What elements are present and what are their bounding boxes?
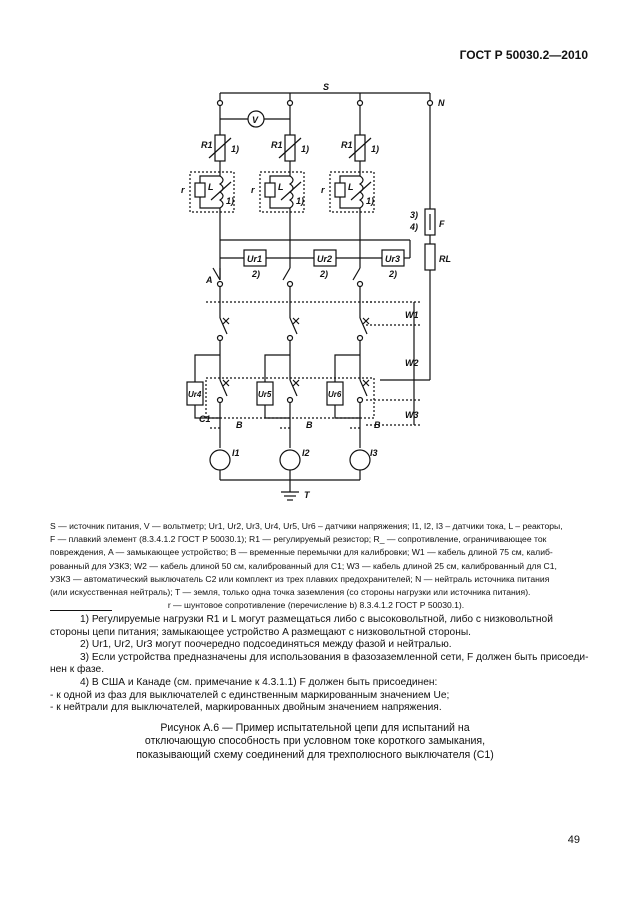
diagram-legend: S — источник питания, V — вольтметр; Ur1…	[50, 520, 582, 612]
label-r1: R1	[271, 140, 283, 150]
label-i3: I3	[370, 448, 378, 458]
label-s: S	[323, 82, 329, 92]
footnote: - к нейтрали для выключателей, маркирова…	[50, 702, 442, 714]
label-c1: C1	[199, 414, 211, 424]
label-ur4: Ur4	[188, 390, 202, 399]
label-l: L	[348, 182, 354, 192]
footnote-mark: 3)	[410, 210, 418, 220]
voltage-sensor-ur4	[186, 381, 204, 406]
label-b: B	[306, 420, 313, 430]
label-n: N	[438, 98, 445, 108]
voltage-sensor-ur6	[326, 381, 344, 406]
footnote-mark: 1)	[371, 144, 379, 154]
voltage-sensor-ur5	[256, 381, 274, 406]
label-l: L	[208, 182, 214, 192]
label-rl: RL	[439, 254, 451, 264]
label-b: B	[236, 420, 243, 430]
voltage-sensor-ur2	[313, 249, 337, 267]
current-sensor-i3	[349, 449, 371, 471]
label-v: V	[252, 115, 259, 125]
legend-line: F — плавкий элемент (8.3.4.1.2 ГОСТ Р 50…	[50, 534, 547, 545]
shunt-resistor-r	[194, 182, 206, 198]
legend-line: S — источник питания, V — вольтметр; Ur1…	[50, 521, 563, 531]
shunt-resistor-r	[334, 182, 346, 198]
label-a: A	[205, 275, 213, 285]
resistor-rl	[424, 243, 436, 271]
label-ur2: Ur2	[317, 254, 332, 264]
footnote-mark: 1)	[296, 196, 304, 206]
label-r-shunt: r	[181, 185, 185, 195]
footnotes: 1) Регулируемые нагрузки R1 и L могут ра…	[50, 614, 590, 715]
footnote: 1) Регулируемые нагрузки R1 и L могут ра…	[50, 614, 553, 638]
footnote: 4) В США и Канаде (см. примечание к 4.3.…	[80, 676, 438, 688]
current-sensor-i1	[209, 449, 231, 471]
label-r1: R1	[341, 140, 353, 150]
voltage-sensor-ur1	[243, 249, 267, 267]
label-i1: I1	[232, 448, 240, 458]
footnote-mark: 1)	[231, 144, 239, 154]
footnote-mark: 1)	[301, 144, 309, 154]
label-l: L	[278, 182, 284, 192]
label-ur3: Ur3	[385, 254, 400, 264]
page-number: 49	[567, 834, 580, 846]
label-w1: W1	[405, 310, 419, 320]
legend-line: (или искусственная нейтраль); T — земля,…	[50, 587, 531, 598]
footnote-mark: 1)	[366, 196, 374, 206]
current-sensor-i2	[279, 449, 301, 471]
label-w2: W2	[405, 358, 419, 368]
document-id: ГОСТ Р 50030.2—2010	[459, 48, 588, 62]
label-r1: R1	[201, 140, 213, 150]
footnote-mark: 1)	[226, 196, 234, 206]
label-f: F	[439, 219, 445, 229]
label-ur6: Ur6	[328, 390, 342, 399]
figure-caption: Рисунок А.6 — Пример испытательной цепи …	[80, 722, 550, 762]
shunt-resistor-r	[264, 182, 276, 198]
footnote: - к одной из фаз для выключателей с един…	[50, 689, 450, 701]
legend-line: r — шунтовое сопротивление (перечисление…	[167, 600, 465, 611]
label-ur1: Ur1	[247, 254, 262, 264]
voltmeter-symbol	[247, 110, 265, 128]
label-w3: W3	[405, 410, 419, 420]
test-circuit-diagram: S N V R1 R1 R1 1) 1) 1) r r r L L L 1) 1…	[181, 82, 451, 501]
footnote-mark: 2)	[251, 269, 260, 279]
label-r-shunt: r	[321, 185, 325, 195]
label-t: T	[304, 490, 311, 500]
legend-line: повреждения, A — замыкающее устройство; …	[50, 547, 553, 558]
footnote: 2) Ur1, Ur2, Ur3 могут поочередно подсое…	[80, 639, 452, 651]
label-i2: I2	[302, 448, 310, 458]
label-ur5: Ur5	[258, 390, 272, 399]
footnote-mark: 2)	[319, 269, 328, 279]
footnote: 3) Если устройства предназначены для исп…	[50, 651, 589, 676]
footnote-divider	[50, 610, 112, 611]
voltage-sensor-ur3	[381, 249, 405, 267]
footnote-mark: 4)	[409, 222, 418, 232]
label-b: B	[374, 420, 381, 430]
label-r-shunt: r	[251, 185, 255, 195]
caption-line: показывающий схему соединений для трехпо…	[136, 748, 494, 761]
caption-line: отключающую способность при условном ток…	[144, 735, 486, 748]
legend-line: рованный для УЗКЗ; W2 — кабель длиной 50…	[50, 560, 557, 571]
footnote-mark: 2)	[388, 269, 397, 279]
caption-line: Рисунок А.6 — Пример испытательной цепи …	[160, 722, 470, 734]
legend-line: УЗКЗ — автоматический выключатель C2 или…	[50, 573, 550, 584]
